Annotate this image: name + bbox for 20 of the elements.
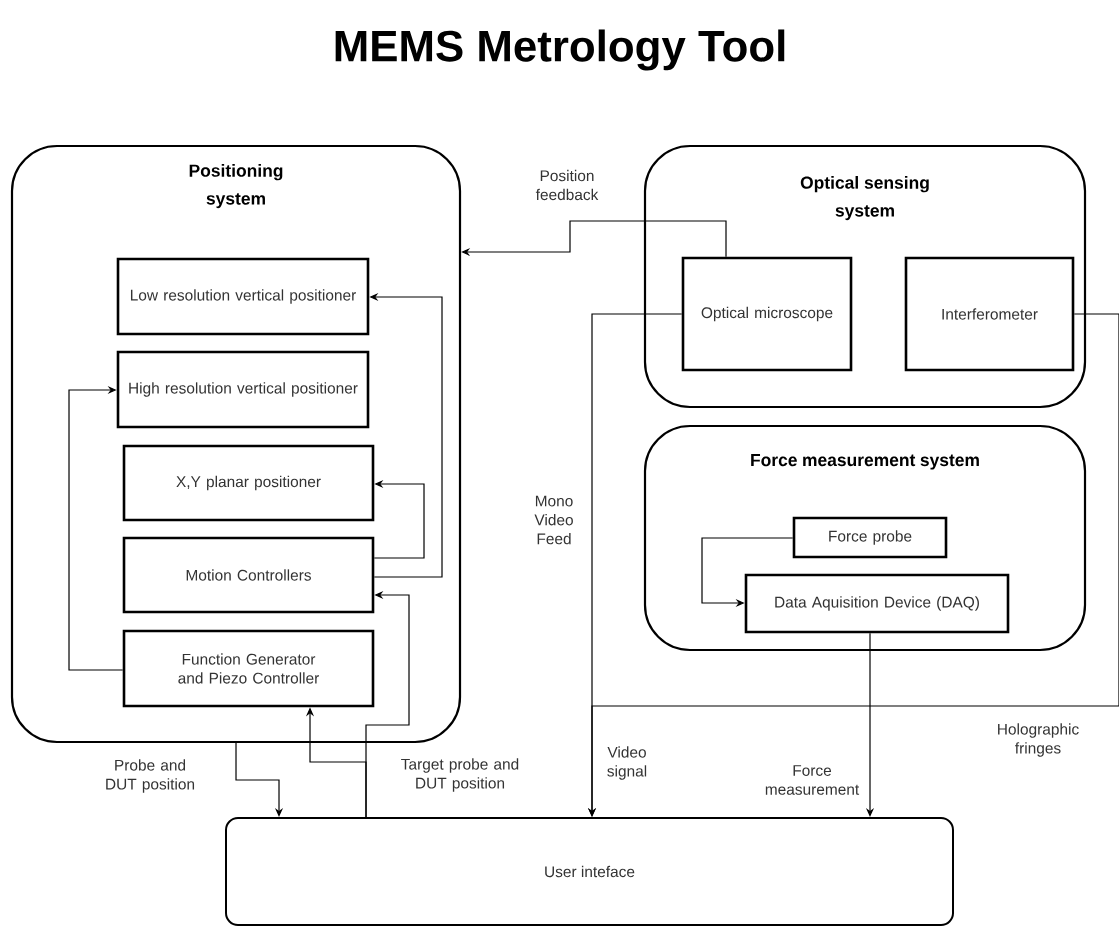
edge-label: Force measurement <box>765 765 860 795</box>
edge-label: Probe and DUT position <box>106 759 195 793</box>
title: MEMS Metrology Tool <box>335 29 785 71</box>
component-box: Force probe <box>792 516 948 559</box>
component-box: Interferometer <box>904 256 1075 372</box>
signal-label: Video signal <box>607 746 647 780</box>
edge-label: Target probe and DUT position <box>401 758 519 792</box>
component-box: Low resolution vertical positioner <box>116 257 370 336</box>
interface-box: User inteface <box>225 817 954 926</box>
component-box: Optical microscope <box>681 256 853 372</box>
arrow <box>68 385 124 671</box>
component-box: Data Aquisition Device (DAQ) <box>744 573 1010 634</box>
component-box: X,Y planar positioner <box>122 444 375 522</box>
component-box: Motion Controllers <box>122 536 375 614</box>
edge-label: Holographic fringes <box>998 723 1079 757</box>
edge-label: Position feedback <box>535 169 599 201</box>
component-box: Function Generator and Piezo Controller <box>122 629 375 708</box>
component-box: High resolution vertical positioner <box>116 350 370 429</box>
arrow <box>235 742 284 817</box>
edge-label: Mono Video Feed <box>534 495 573 545</box>
